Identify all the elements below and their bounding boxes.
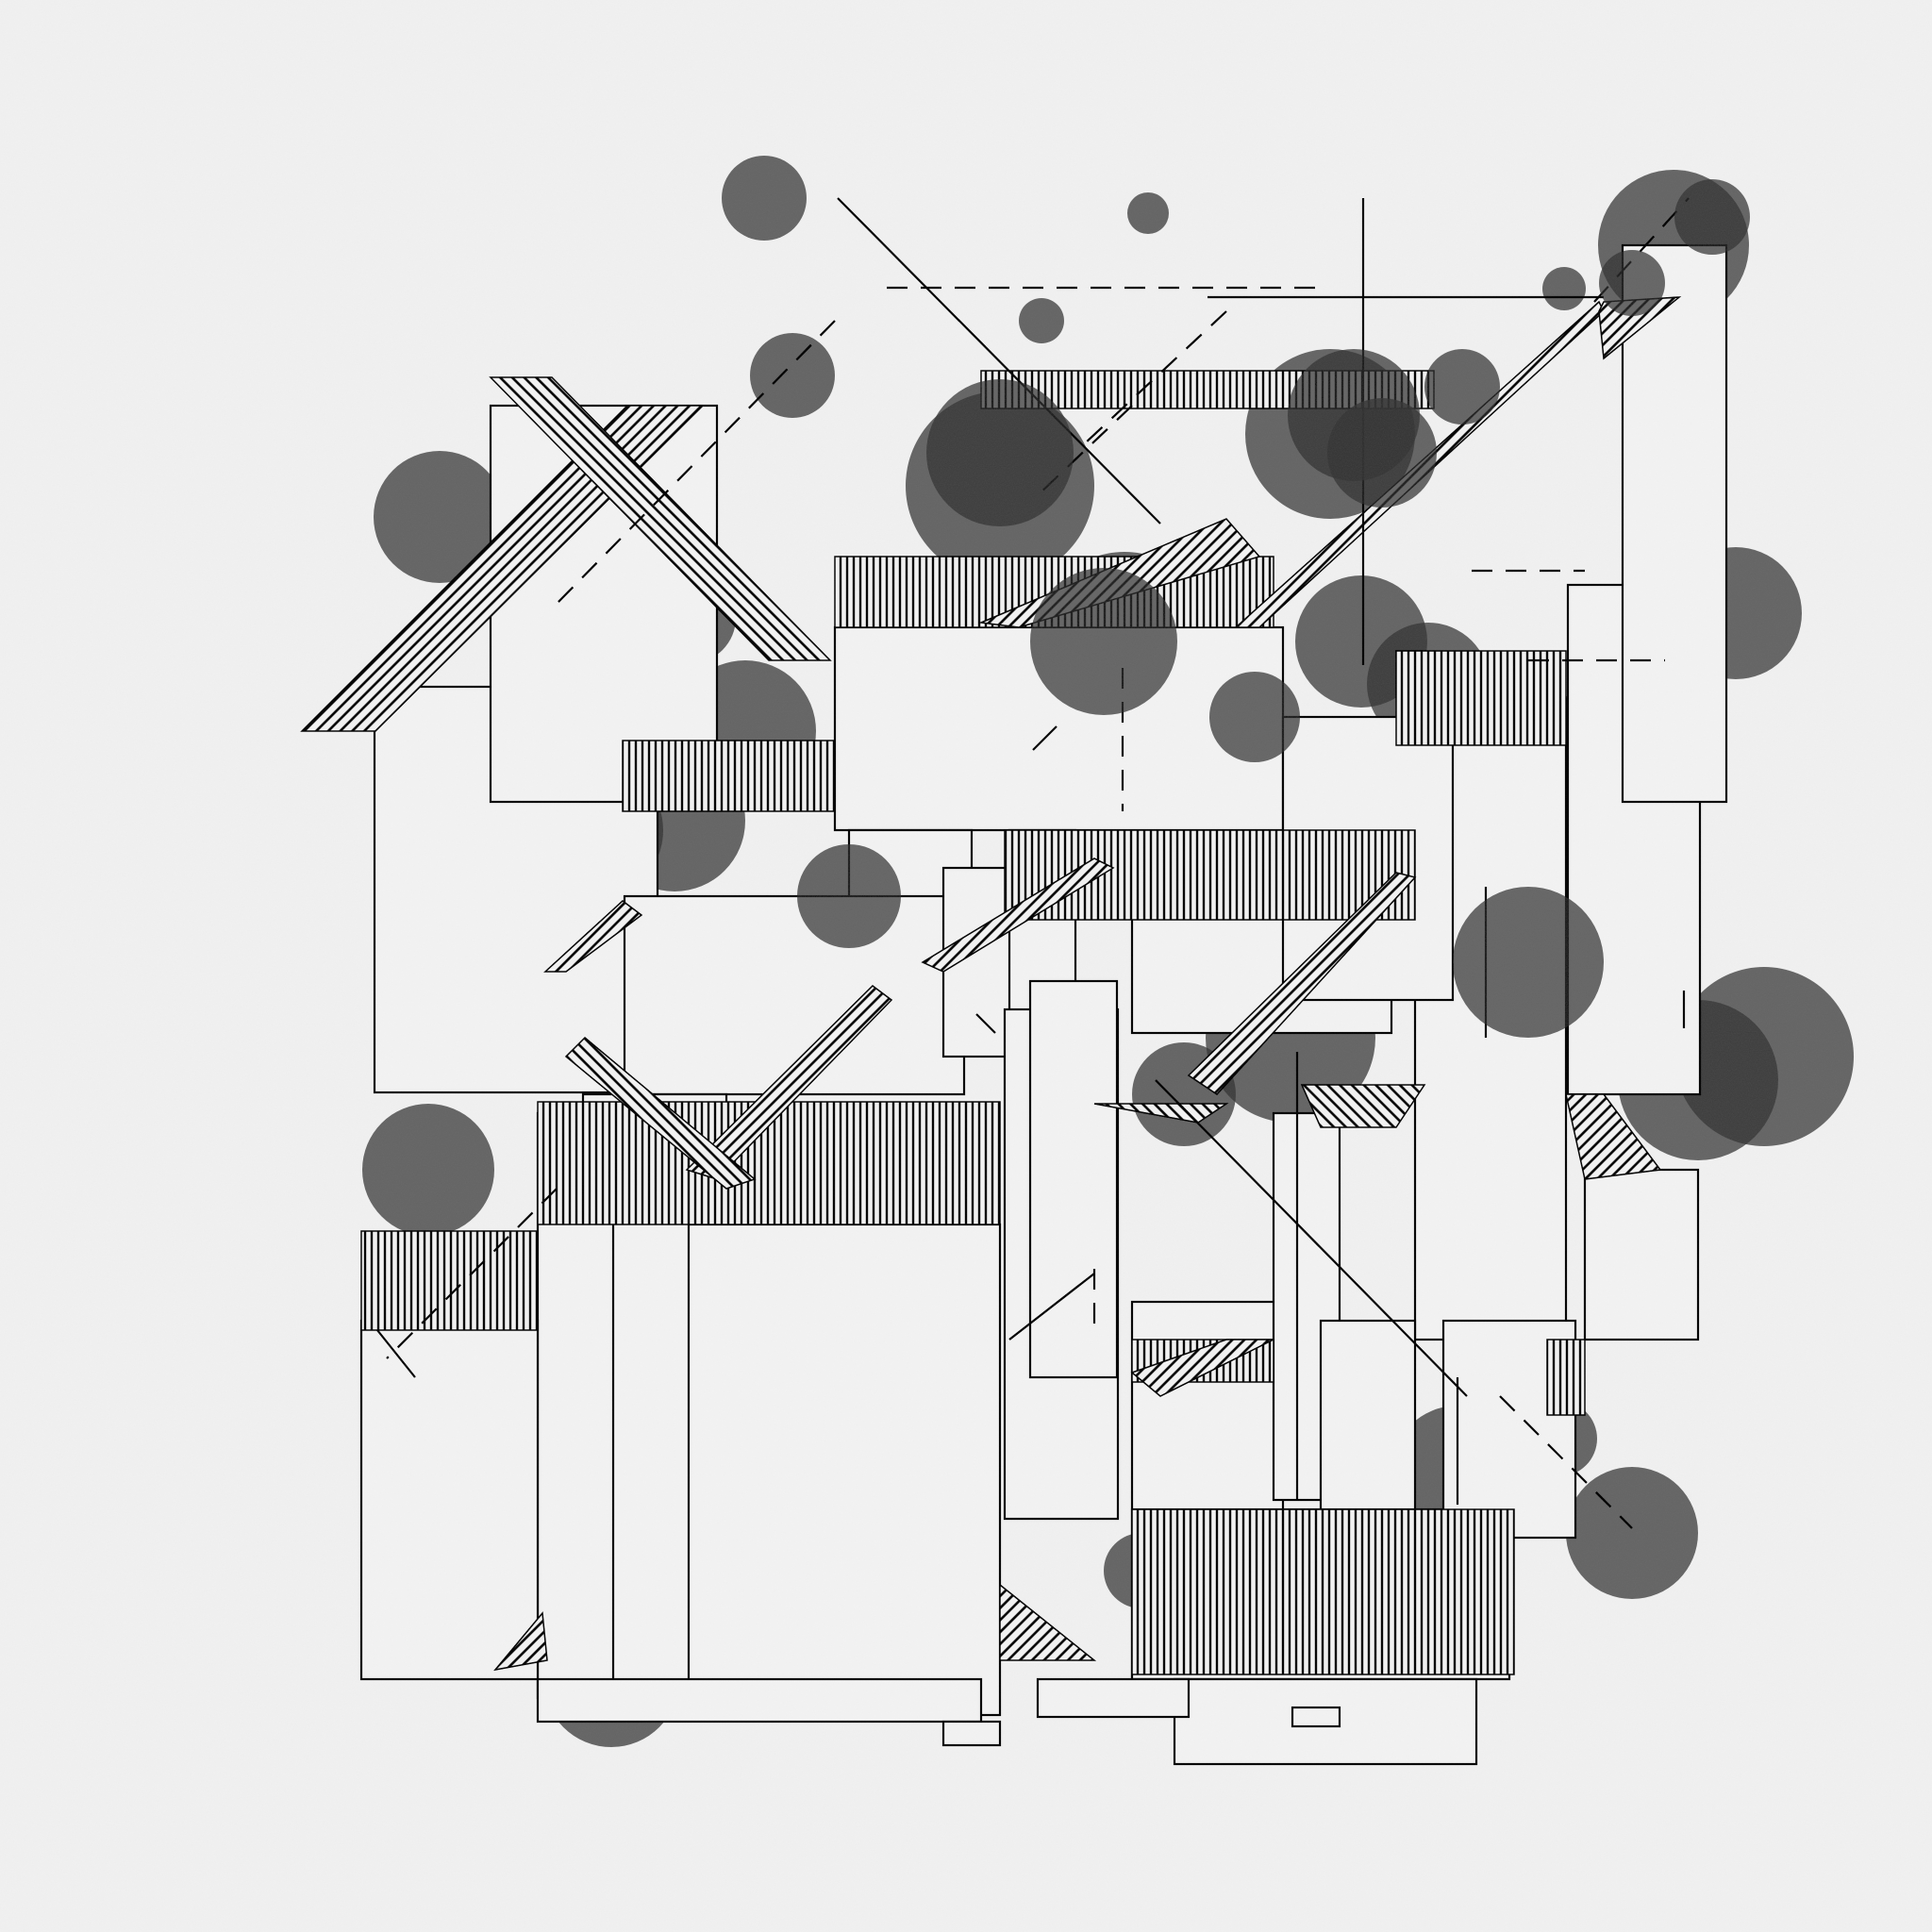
- roof-band: [1187, 872, 1417, 1095]
- circle: [1599, 250, 1665, 316]
- building-block: [536, 1677, 983, 1724]
- roof-band: [1300, 1084, 1426, 1128]
- hatch-band: [360, 1230, 539, 1331]
- line: [1008, 1273, 1095, 1341]
- circle: [1542, 267, 1586, 310]
- circle: [362, 1104, 494, 1236]
- roof-band: [1130, 1339, 1274, 1397]
- roof-band: [921, 858, 1115, 973]
- circle: [926, 379, 1074, 526]
- circle: [374, 451, 506, 583]
- building-block: [623, 894, 966, 1096]
- circle: [1019, 298, 1064, 343]
- foreground-circles: [797, 179, 1750, 1038]
- hatch-band: [622, 740, 836, 812]
- circle: [1209, 672, 1300, 762]
- circle: [722, 156, 807, 241]
- circle: [797, 844, 901, 948]
- dashed-line: [386, 1188, 558, 1359]
- line: [1032, 725, 1058, 751]
- building-block: [1028, 979, 1119, 1379]
- circle: [1030, 568, 1177, 715]
- hatch-band: [1131, 1508, 1515, 1675]
- circle: [1424, 349, 1500, 425]
- building-block: [359, 1319, 540, 1681]
- circle: [1327, 398, 1437, 508]
- line: [837, 197, 1161, 525]
- building-block: [687, 1223, 1002, 1717]
- roof-band: [543, 900, 643, 973]
- line: [376, 1329, 416, 1378]
- hatch-band: [1546, 1339, 1586, 1416]
- building-block: [1583, 1168, 1700, 1341]
- circle: [750, 333, 835, 418]
- dashed-line: [1593, 197, 1690, 303]
- hatch-band: [1004, 829, 1416, 921]
- roof-band: [1565, 1093, 1662, 1180]
- circle: [1127, 192, 1169, 234]
- dashed-line: [1499, 1395, 1633, 1529]
- circle: [1453, 887, 1604, 1038]
- line: [1155, 1079, 1468, 1397]
- roof-band: [685, 985, 893, 1180]
- hatch-band: [1395, 650, 1567, 746]
- building-block: [1036, 1677, 1191, 1719]
- roof-band: [493, 1611, 548, 1672]
- circle: [1674, 179, 1750, 255]
- roof-band: [564, 1036, 757, 1190]
- circle: [1566, 1467, 1698, 1599]
- line: [975, 1013, 996, 1034]
- building-block: [1291, 1706, 1341, 1728]
- roof-band: [999, 1583, 1097, 1661]
- roof-band: [489, 376, 832, 661]
- building-block: [1621, 243, 1728, 804]
- circle: [1674, 967, 1854, 1146]
- hatch-band: [537, 1101, 1001, 1225]
- building-block: [941, 1720, 1002, 1747]
- construction-lines: [376, 197, 1690, 1529]
